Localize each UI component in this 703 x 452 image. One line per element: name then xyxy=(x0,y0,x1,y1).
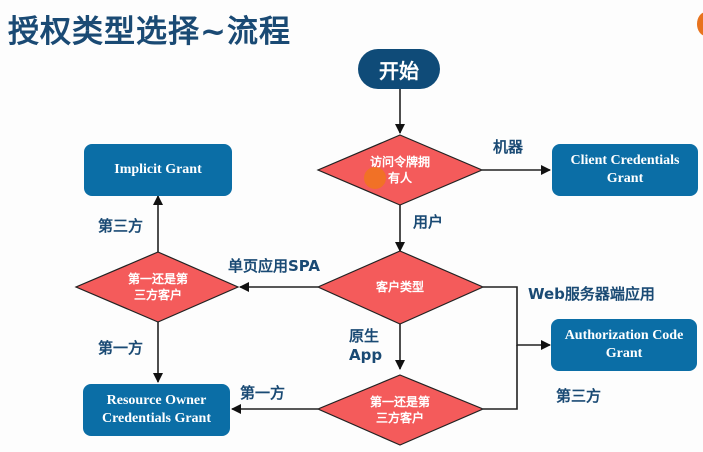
label-line: 三方客户 xyxy=(350,410,450,426)
edge-label-machine: 机器 xyxy=(493,138,523,157)
edge-label-first-party-left: 第一方 xyxy=(98,339,143,358)
start-node: 开始 xyxy=(358,49,440,89)
box-line: Grant xyxy=(565,345,684,363)
label-line: 原生 xyxy=(349,327,382,346)
label-line: 访问令牌拥 xyxy=(350,154,450,170)
box-line: Grant xyxy=(570,170,679,188)
label-line: App xyxy=(349,346,382,365)
authorization-code-grant-box: Authorization CodeGrant xyxy=(551,319,697,371)
decision-first-third-bottom-label: 第一还是第 三方客户 xyxy=(350,394,450,426)
resource-owner-grant-box: Resource OwnerCredentials Grant xyxy=(83,384,230,436)
mouse-cursor-highlight xyxy=(364,167,386,189)
edge-label-user: 用户 xyxy=(413,213,443,232)
implicit-grant-box: Implicit Grant xyxy=(84,144,232,196)
client-credentials-grant-box: Client CredentialsGrant xyxy=(552,144,698,196)
label-line: 三方客户 xyxy=(108,287,208,303)
box-line: Resource Owner xyxy=(102,392,211,410)
edge-label-web-server: Web服务器端应用 xyxy=(528,285,655,304)
label-line: 第一还是第 xyxy=(108,271,208,287)
decision-client-type-label: 客户类型 xyxy=(350,279,450,295)
edge-label-third-party-right: 第三方 xyxy=(556,387,601,406)
edge-label-native-app: 原生 App xyxy=(349,327,382,365)
box-line: Credentials Grant xyxy=(102,410,211,428)
box-line: Authorization Code xyxy=(565,327,684,345)
edge-label-third-party-left: 第三方 xyxy=(98,217,143,236)
edge-label-first-party-bottom: 第一方 xyxy=(240,384,285,403)
decision-first-third-left-label: 第一还是第 三方客户 xyxy=(108,271,208,303)
label-line: 第一还是第 xyxy=(350,394,450,410)
edge-bottom-decision-to-auth-code xyxy=(483,345,517,409)
edge-label-spa: 单页应用SPA xyxy=(228,257,320,276)
box-line: Client Credentials xyxy=(570,152,679,170)
